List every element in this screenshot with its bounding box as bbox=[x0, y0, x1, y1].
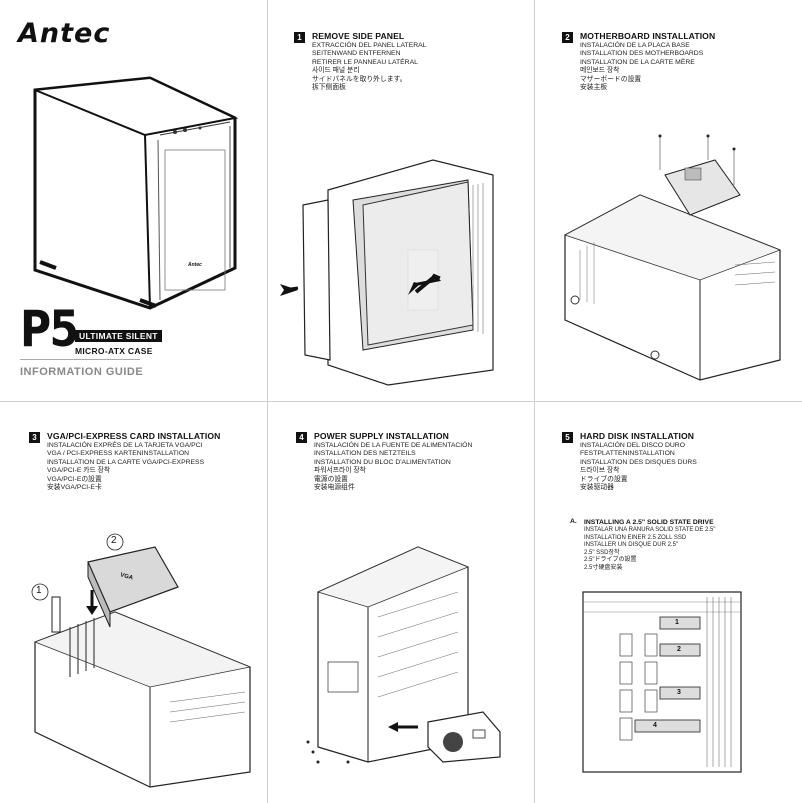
bay-callout-3: 3 bbox=[677, 689, 681, 696]
step-translation: EXTRACCIÓN DEL PANEL LATERAL bbox=[312, 42, 427, 49]
step-4-panel: 4 POWER SUPPLY INSTALLATION INSTALACIÓN … bbox=[268, 402, 534, 803]
step-5-heading: 5 HARD DISK INSTALLATION INSTALACIÓN DEL… bbox=[562, 431, 697, 492]
substep-translation: INSTALLER UN DISQUE DUR 2.5" bbox=[584, 542, 679, 548]
step-title: MOTHERBOARD INSTALLATION bbox=[580, 31, 716, 41]
step-title: REMOVE SIDE PANEL bbox=[312, 31, 405, 41]
callout-1: 1 bbox=[36, 585, 42, 596]
step-translation: INSTALLATION DES DISQUES DURS bbox=[580, 458, 697, 466]
case-illustration bbox=[33, 76, 239, 310]
substep-translation: 2.5" SSD장착 bbox=[584, 549, 620, 556]
step-translation: FESTPLATTENINSTALLATION bbox=[580, 450, 675, 458]
step-3-panel: 3 VGA/PCI-EXPRESS CARD INSTALLATION INST… bbox=[0, 402, 267, 803]
step-translation: 드라이브 장착 bbox=[580, 467, 620, 475]
step-translation: 安装VGA/PCI-E卡 bbox=[47, 484, 102, 492]
substep-label: A. bbox=[570, 518, 577, 525]
substep-translation: 2.5寸硬盘安装 bbox=[584, 564, 623, 571]
vga-card-illustration bbox=[31, 533, 252, 788]
step-number: 2 bbox=[562, 32, 573, 43]
callout-2: 2 bbox=[111, 535, 117, 546]
step-translation: INSTALLATION DES NETZTEILS bbox=[314, 450, 416, 458]
step-4-heading: 4 POWER SUPPLY INSTALLATION INSTALACIÓN … bbox=[296, 431, 472, 492]
bay-callout-4: 4 bbox=[653, 722, 657, 729]
substep-a-heading: A. INSTALLING A 2.5" SOLID STATE DRIVE I… bbox=[570, 518, 716, 572]
step-translation: INSTALLATION DES MOTHERBOARDS bbox=[580, 50, 704, 58]
step-translation: 拆下侧面板 bbox=[312, 84, 346, 92]
step-1-heading: 1 REMOVE SIDE PANEL EXTRACCIÓN DEL PANEL… bbox=[294, 31, 426, 92]
step-translation: 메인보드 장착 bbox=[580, 67, 620, 75]
divider bbox=[0, 401, 802, 402]
step-translation: INSTALLATION DU BLOC D'ALIMENTATION bbox=[314, 458, 451, 466]
substep-translation: INSTALAR UNA RANURA SOLID STATE DE 2.5" bbox=[584, 527, 716, 533]
step-title: HARD DISK INSTALLATION bbox=[580, 431, 695, 441]
psu-illustration bbox=[306, 546, 501, 764]
front-badge: Antec bbox=[188, 262, 202, 268]
step-2-panel: 2 MOTHERBOARD INSTALLATION INSTALACIÓN D… bbox=[535, 0, 802, 401]
step-title: POWER SUPPLY INSTALLATION bbox=[314, 431, 449, 441]
tagline-secondary: MICRO-ATX CASE bbox=[75, 346, 153, 356]
model-name: P5 bbox=[20, 300, 79, 358]
step-number: 4 bbox=[296, 432, 307, 443]
step-1-panel: 1 REMOVE SIDE PANEL EXTRACCIÓN DEL PANEL… bbox=[268, 0, 534, 401]
step-translation: INSTALACIÓN EXPRÉS DE LA TARJETA VGA/PCI bbox=[47, 442, 203, 449]
step-translation: INSTALACIÓN DE LA FUENTE DE ALIMENTACIÓN bbox=[314, 442, 473, 449]
tagline-rule bbox=[20, 359, 140, 360]
step-translation: VGA/PCI-E 카드 장착 bbox=[47, 467, 111, 475]
bay-callout-2: 2 bbox=[677, 646, 681, 653]
step-translation: ドライブの設置 bbox=[580, 475, 628, 483]
step-translation: 파워서프라이 장착 bbox=[314, 467, 366, 475]
step-translation: INSTALLATION DE LA CARTE VGA/PCI-EXPRESS bbox=[47, 458, 205, 466]
bay-callout-1: 1 bbox=[675, 619, 679, 626]
step-translation: SEITENWAND ENTFERNEN bbox=[312, 50, 401, 58]
step-title: VGA/PCI-EXPRESS CARD INSTALLATION bbox=[47, 431, 221, 441]
step-translation: RETIRER LE PANNEAU LATÉRAL bbox=[312, 58, 418, 66]
substep-translation: INSTALLATION EINER 2.5 ZOLL SSD bbox=[584, 534, 687, 541]
step-translation: VGA / PCI-EXPRESS KARTENINSTALLATION bbox=[47, 450, 190, 458]
guide-title: INFORMATION GUIDE bbox=[20, 366, 144, 378]
step-translation: INSTALLATION DE LA CARTE MÈRE bbox=[580, 58, 695, 66]
step-translation: 安装主板 bbox=[580, 84, 608, 92]
substep-title: INSTALLING A 2.5" SOLID STATE DRIVE bbox=[584, 519, 714, 526]
step-translation: 電源の設置 bbox=[314, 475, 348, 483]
step-translation: 사이드 패널 분리 bbox=[312, 67, 360, 75]
step-translation: VGA/PCI-Eの設置 bbox=[47, 475, 102, 483]
step-translation: マザーボードの設置 bbox=[580, 75, 642, 83]
drive-bay-illustration bbox=[582, 591, 742, 773]
step-2-heading: 2 MOTHERBOARD INSTALLATION INSTALACIÓN D… bbox=[562, 31, 715, 92]
step-number: 1 bbox=[294, 32, 305, 43]
cover-panel: Antec Antec P5 ULTIMATE SILENT MICRO-ATX… bbox=[0, 0, 267, 401]
step-translation: サイドパネルを取り外します。 bbox=[312, 75, 407, 83]
tagline-primary: ULTIMATE SILENT bbox=[75, 330, 162, 342]
step-3-heading: 3 VGA/PCI-EXPRESS CARD INSTALLATION INST… bbox=[29, 431, 220, 492]
remove-panel-illustration bbox=[280, 159, 494, 386]
step-translation: INSTALACIÓN DE LA PLACA BASE bbox=[580, 42, 690, 49]
step-number: 3 bbox=[29, 432, 40, 443]
step-translation: 安装驱动器 bbox=[580, 484, 614, 492]
substep-translation: 2.5"ドライブの設置 bbox=[584, 557, 637, 563]
step-5-panel: 5 HARD DISK INSTALLATION INSTALACIÓN DEL… bbox=[535, 402, 802, 803]
brand-logo: Antec bbox=[18, 18, 111, 49]
step-translation: INSTALACIÓN DEL DISCO DURO bbox=[580, 442, 685, 449]
step-translation: 安装电源组件 bbox=[314, 484, 355, 492]
step-number: 5 bbox=[562, 432, 573, 443]
motherboard-illustration bbox=[563, 134, 782, 381]
